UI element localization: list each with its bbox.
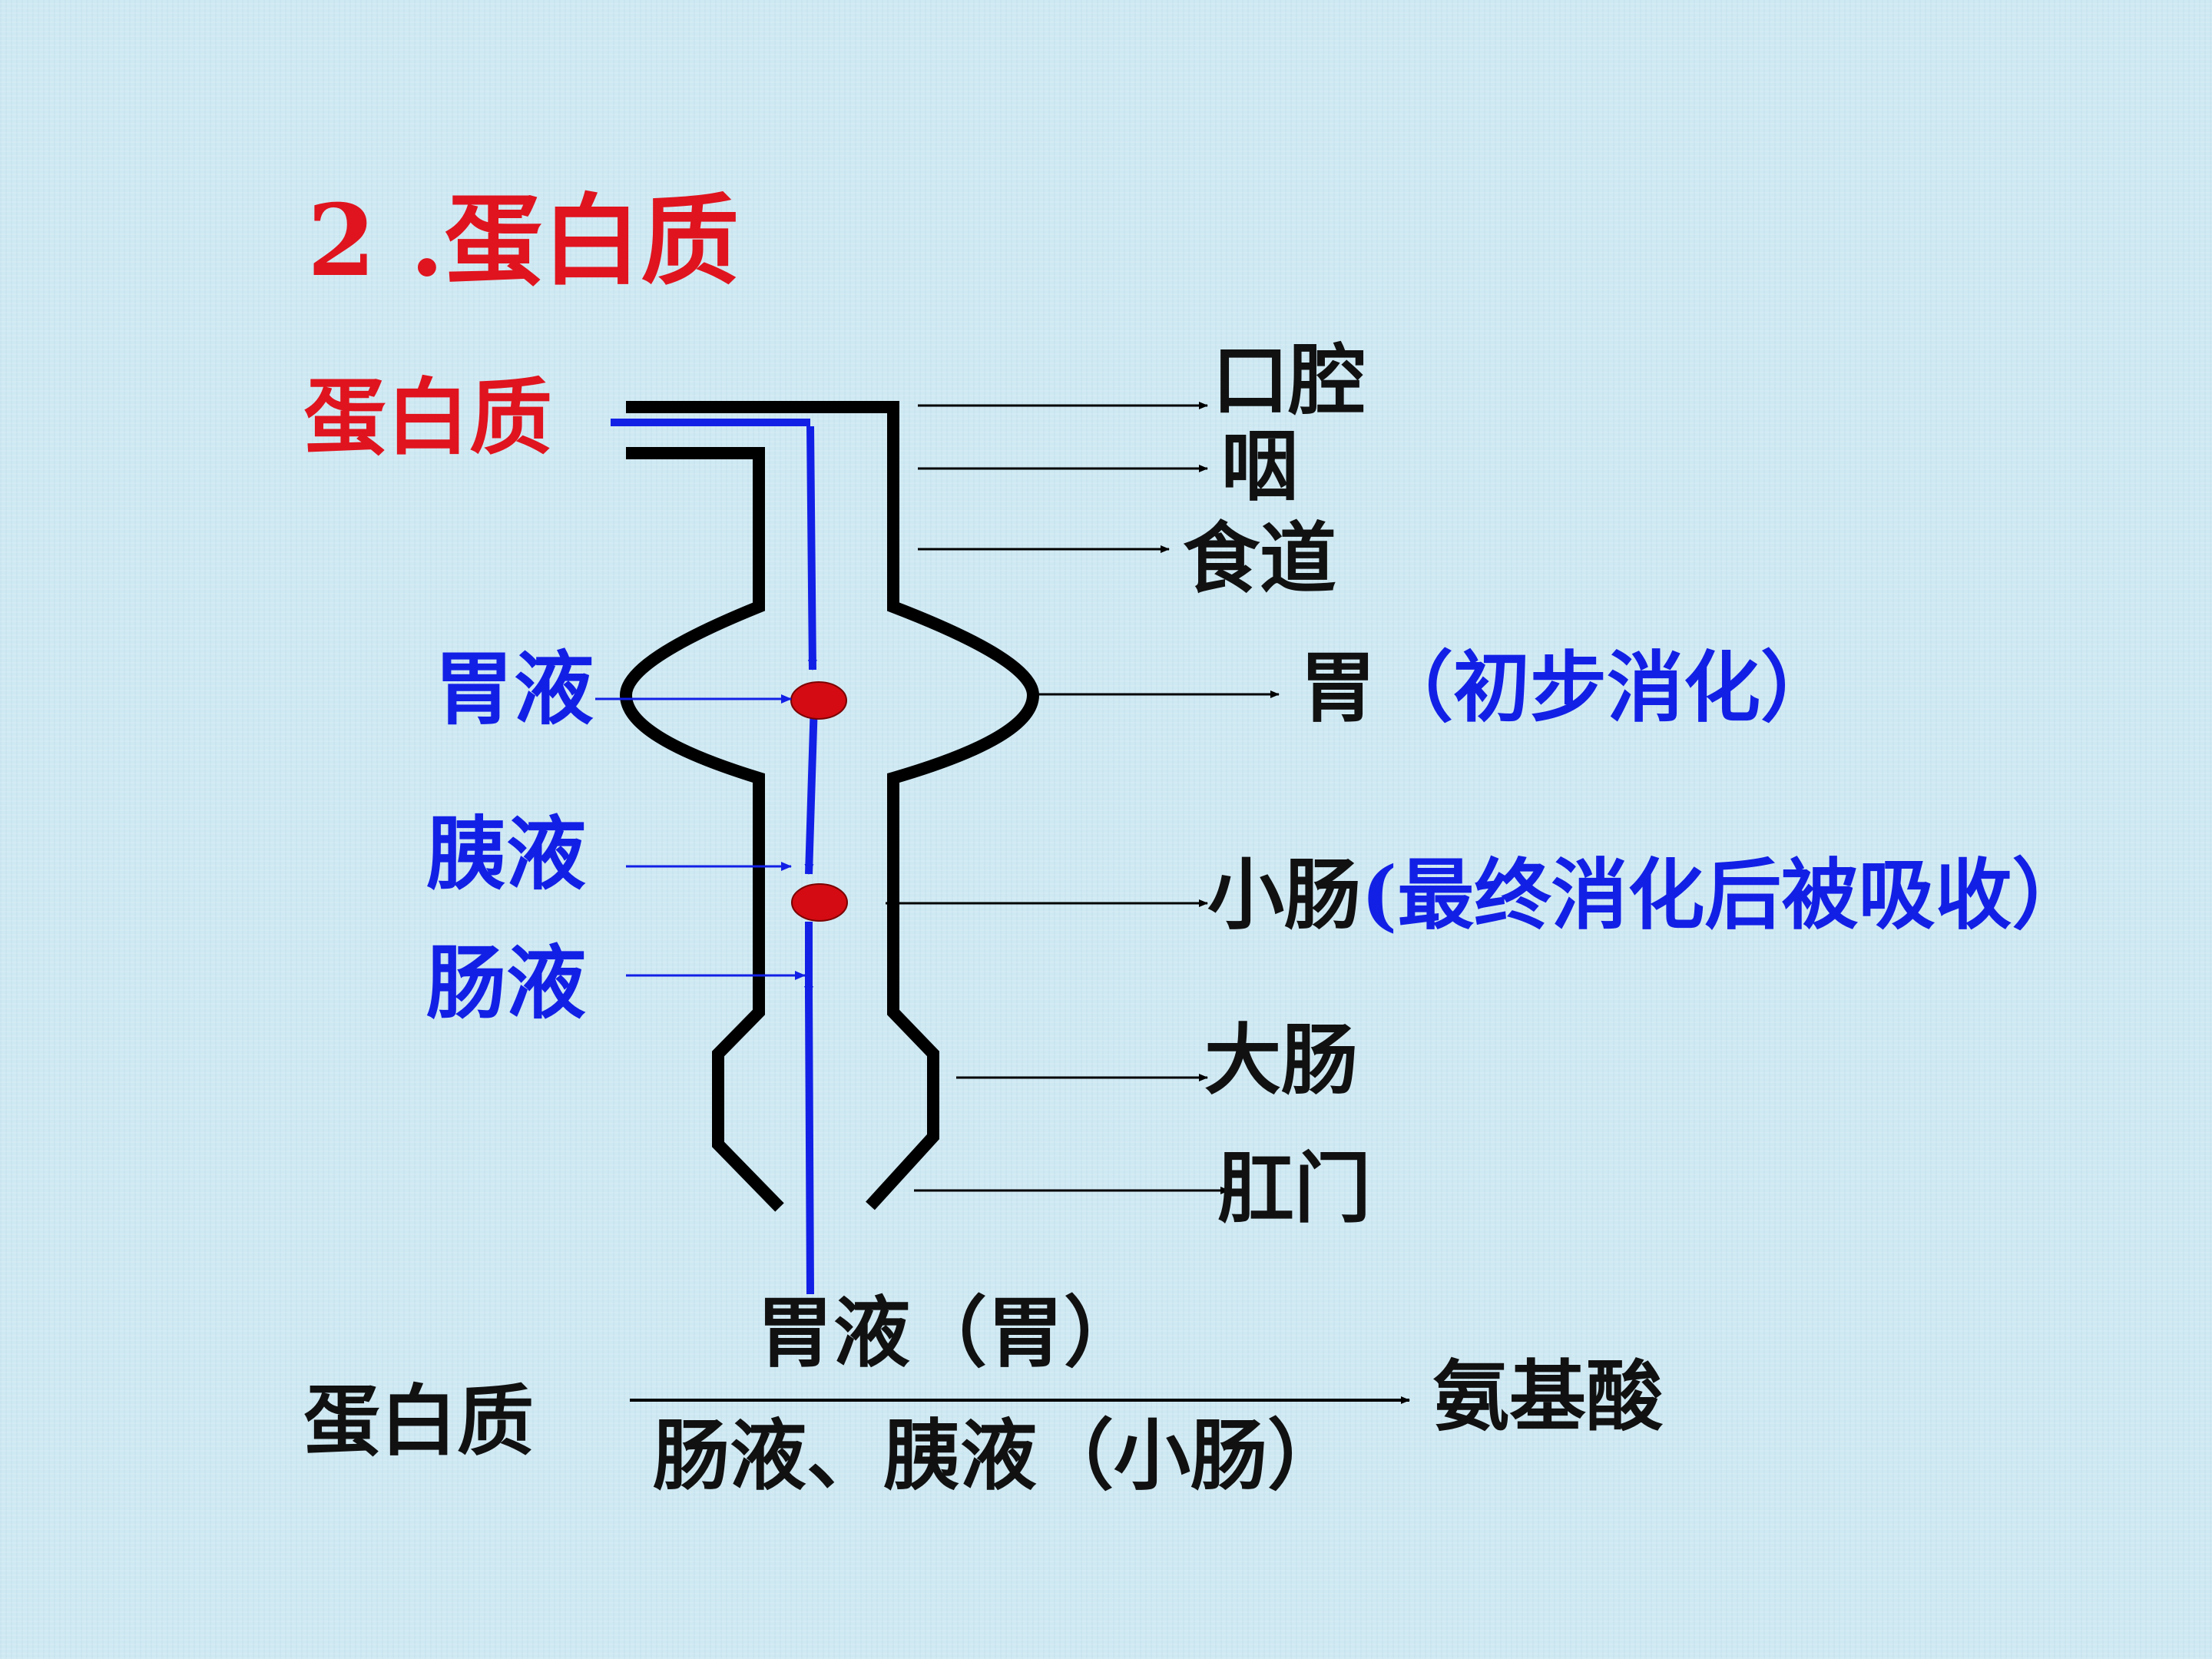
equation-condition-bottom: 肠液、胰液（小肠） <box>653 1410 1344 1501</box>
organ-label-pharynx: 咽 <box>1221 421 1298 512</box>
tract-left-wall <box>619 447 784 1212</box>
equation-reactant: 蛋白质 <box>303 1376 534 1466</box>
equation-product: 氨基酸 <box>1432 1351 1663 1442</box>
tract-outline <box>619 401 1040 1212</box>
page-title: 2 .蛋白质 <box>307 184 740 299</box>
equation-condition-top: 胃液（胃） <box>757 1287 1141 1378</box>
stomach-name: 胃 <box>1300 642 1376 733</box>
organ-label-mouth: 口腔 <box>1212 335 1366 426</box>
pancreatic-juice-label: 胰液 <box>426 806 587 901</box>
stomach-note: （初步消化） <box>1376 642 1837 733</box>
juice-arrows <box>595 694 806 980</box>
organ-label-esophagus: 食道 <box>1183 513 1336 604</box>
tract-right-wall <box>626 401 1040 1210</box>
intestinal-juice-label: 肠液 <box>426 935 587 1030</box>
flow-path <box>804 426 818 1295</box>
small-intestine-digestion-dot <box>791 883 848 922</box>
organ-label-small-intestine: 小肠(最终消化后被吸收） <box>1207 856 2088 933</box>
small-intestine-name: 小肠 <box>1207 849 1361 940</box>
organ-arrows <box>886 402 1280 1194</box>
organ-label-stomach: 胃（初步消化） <box>1300 649 1837 726</box>
gastric-juice-label: 胃液 <box>434 641 594 736</box>
organ-label-large-intestine: 大肠 <box>1204 1015 1358 1105</box>
protein-input-label: 蛋白质 <box>303 369 553 466</box>
stomach-digestion-dot <box>790 681 847 720</box>
small-intestine-note: (最终消化后被吸收） <box>1361 849 2089 940</box>
organ-label-anus: 肛门 <box>1217 1143 1371 1233</box>
